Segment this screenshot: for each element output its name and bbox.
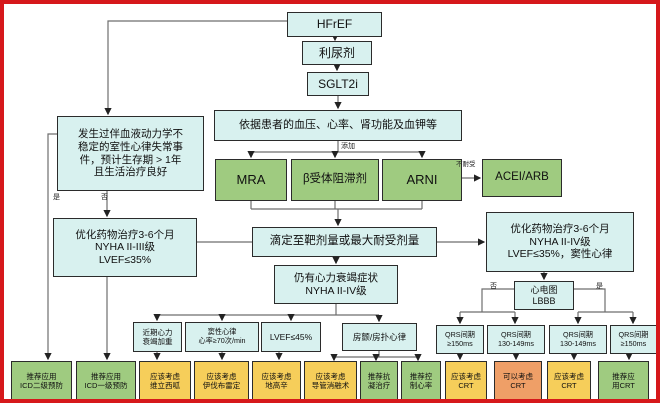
edge-label-yes: 是 <box>53 194 60 201</box>
node-sglt2i: SGLT2i <box>307 72 369 96</box>
node-crt-should-2: 应该考虑 CRT <box>547 361 591 399</box>
node-ivabradine: 应该考虑 伊伐布雷定 <box>194 361 249 399</box>
node-assess: 依据患者的血压、心率、肾功能及血钾等 <box>214 110 462 141</box>
node-af-flutter: 房颤/房扑心律 <box>342 323 417 351</box>
node-qrs-130-149-no: QRS间期 130-149ms <box>487 325 545 354</box>
node-icd-primary: 推荐应用 ICD一级预防 <box>76 361 136 399</box>
node-qrs-ge150-no: QRS间期 ≥150ms <box>436 325 484 354</box>
node-ecg-lbbb: 心电图 LBBB <box>514 281 574 310</box>
edge-label-ecg-yes: 是 <box>596 283 603 290</box>
node-arni: ARNI <box>382 159 462 201</box>
node-lvef45: LVEF≤45% <box>261 322 321 352</box>
node-diuretic: 利尿剂 <box>302 41 372 65</box>
node-recent-hf: 近期心力 衰竭加重 <box>133 322 182 352</box>
node-qrs-130-149-yes: QRS间期 130-149ms <box>549 325 607 354</box>
node-rate-control: 推荐控 制心率 <box>401 361 441 399</box>
node-vericiguat: 应该考虑 维立西呱 <box>139 361 191 399</box>
node-ablation: 应该考虑 导管消融术 <box>304 361 357 399</box>
node-sinus-70: 窦性心律 心率≥70次/min <box>185 322 259 352</box>
node-crt-may: 可以考虑 CRT <box>494 361 542 399</box>
node-crt-recommend: 推荐应 用CRT <box>598 361 649 399</box>
edge-label-ecg-no: 否 <box>490 283 497 290</box>
node-mra: MRA <box>215 159 287 201</box>
node-optimize-right: 优化药物治疗3-6个月 NYHA II-IV级 LVEF≤35%，窦性心律 <box>486 212 634 272</box>
node-symptoms: 仍有心力衰竭症状 NYHA II-IV级 <box>274 265 398 304</box>
node-digoxin: 应该考虑 地高辛 <box>252 361 301 399</box>
node-titrate: 滴定至靶剂量或最大耐受剂量 <box>252 227 437 257</box>
node-acei-arb: ACEI/ARB <box>482 159 562 197</box>
connector-lines <box>44 20 637 362</box>
node-vt-event: 发生过伴血液动力学不 稳定的室性心律失常事 件，预计生存期 > 1年 且生活治疗… <box>57 116 204 191</box>
node-beta-blocker: β受体阻滞剂 <box>291 159 379 201</box>
edge-label-no: 否 <box>101 194 108 201</box>
node-icd-secondary: 推荐应用 ICD二级预防 <box>11 361 72 399</box>
node-crt-should-1: 应该考虑 CRT <box>445 361 487 399</box>
node-hfref: HFrEF <box>287 12 382 37</box>
edge-label-intolerant: 不耐受 <box>456 161 476 168</box>
node-qrs-ge150-yes: QRS间期 ≥150ms <box>610 325 656 354</box>
edge-label-add: 添加 <box>341 143 355 150</box>
node-anticoagulation: 推荐抗 凝治疗 <box>360 361 398 399</box>
node-optimize-left: 优化药物治疗3-6个月 NYHA II-III级 LVEF≤35% <box>53 218 197 277</box>
